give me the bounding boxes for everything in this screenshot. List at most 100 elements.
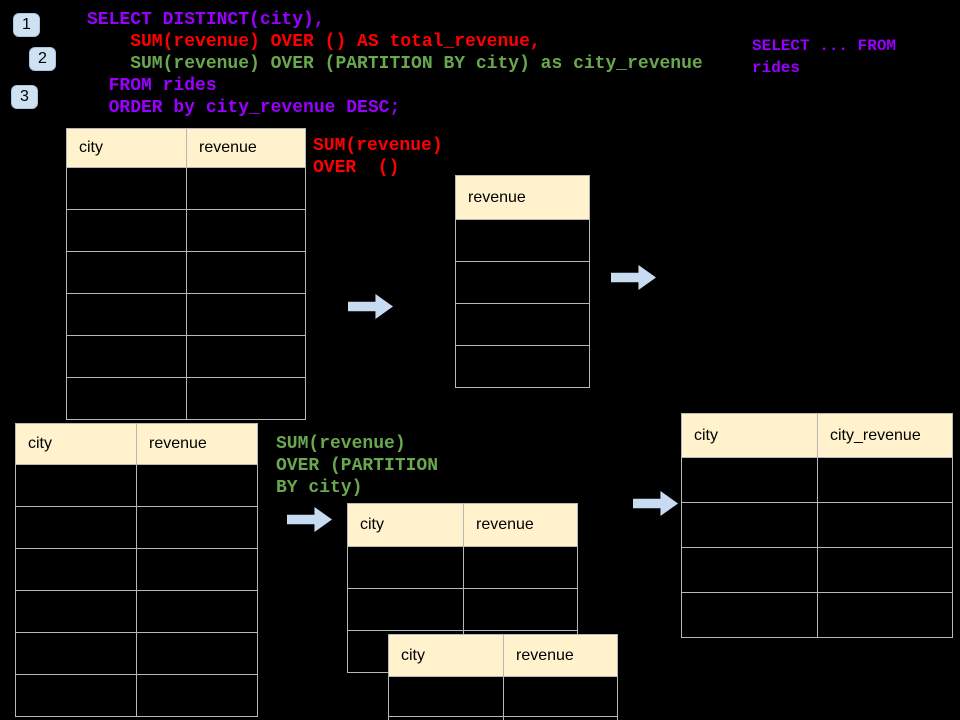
table-cell-empty (388, 676, 504, 717)
table-row (15, 464, 258, 507)
step-badge-3: 3 (11, 85, 38, 109)
flow-arrow-right-1 (348, 294, 393, 319)
column-header-city: city (388, 634, 504, 677)
table-cell-empty (681, 547, 818, 593)
table-cell-empty (455, 261, 590, 304)
step-badge-1: 1 (13, 13, 40, 37)
table-cell-empty (136, 506, 258, 549)
table-body (15, 464, 258, 717)
table-cell-empty (463, 588, 578, 631)
table-cell-empty (186, 293, 306, 336)
table-cell-empty (455, 345, 590, 388)
table-cell-empty (186, 167, 306, 210)
column-header-revenue: revenue (503, 634, 618, 677)
column-header-revenue: revenue (136, 423, 258, 465)
column-header-revenue: revenue (186, 128, 306, 168)
table-body (388, 676, 618, 720)
table-row (15, 506, 258, 549)
table-cell-empty (186, 377, 306, 420)
column-header-city-revenue: city_revenue (817, 413, 953, 458)
table-cell-empty (15, 548, 137, 591)
column-header-city: city (347, 503, 464, 547)
table-cell-empty (463, 546, 578, 589)
table-row (66, 167, 306, 210)
flow-arrow-right-2 (611, 265, 656, 290)
table-cell-empty (817, 502, 953, 548)
table-cell-empty (455, 303, 590, 346)
table-cell-empty (136, 464, 258, 507)
note-line-1: SELECT ... FROM (752, 37, 897, 55)
sql-line-from: FROM rides (87, 76, 217, 96)
table-cell-empty (347, 546, 464, 589)
table-row (15, 548, 258, 591)
table-row (66, 377, 306, 420)
table-cell-empty (817, 457, 953, 503)
table-cell-empty (817, 592, 953, 638)
sql-line-select: SELECT DISTINCT(city), (87, 10, 325, 30)
table-row (388, 676, 618, 717)
table-body (455, 219, 590, 388)
table-row (681, 592, 953, 638)
annotation-partition-line-2: OVER (PARTITION (276, 456, 439, 476)
table-cell-empty (388, 716, 504, 720)
table-row (15, 674, 258, 717)
table-cell-empty (136, 590, 258, 633)
table-cell-empty (817, 547, 953, 593)
table-cell-empty (15, 632, 137, 675)
table-cell-empty (136, 674, 258, 717)
table-body (66, 167, 306, 420)
table-source-rides-top: city revenue (66, 128, 306, 420)
note-line-2: rides (752, 59, 801, 77)
table-row (388, 716, 618, 720)
table-row (455, 303, 590, 346)
table-cell-empty (681, 502, 818, 548)
table-row (681, 457, 953, 503)
table-cell-empty (66, 293, 187, 336)
annotation-sum-over-total: SUM(revenue)OVER () (313, 135, 443, 179)
table-row (15, 590, 258, 633)
table-row (66, 293, 306, 336)
sql-line-sum-total: SUM(revenue) OVER () AS total_revenue, (87, 32, 541, 52)
table-cell-empty (66, 167, 187, 210)
query-shorthand-note: SELECT ... FROM rides (752, 35, 896, 79)
table-cell-empty (503, 716, 618, 720)
table-cell-empty (15, 464, 137, 507)
annotation-partition-line-1: SUM(revenue) (276, 434, 406, 454)
table-row (15, 632, 258, 675)
step-badge-2: 2 (29, 47, 56, 71)
table-cell-empty (66, 335, 187, 378)
sql-query-code: SELECT DISTINCT(city), SUM(revenue) OVER… (87, 9, 703, 119)
table-cell-empty (15, 506, 137, 549)
sql-line-sum-partition: SUM(revenue) OVER (PARTITION BY city) as… (87, 54, 703, 74)
table-cell-empty (681, 457, 818, 503)
annotation-total-line-1: SUM(revenue) (313, 136, 443, 156)
table-row (347, 588, 578, 631)
table-body (681, 457, 953, 638)
table-cell-empty (15, 674, 137, 717)
table-cell-empty (66, 209, 187, 252)
table-row (681, 547, 953, 593)
sql-line-order-by: ORDER by city_revenue DESC; (87, 98, 401, 118)
column-header-city: city (681, 413, 818, 458)
table-city-revenue-result: city city_revenue (681, 413, 953, 638)
table-cell-empty (136, 548, 258, 591)
table-cell-empty (503, 676, 618, 717)
table-cell-empty (347, 588, 464, 631)
flow-arrow-right-4 (633, 491, 678, 516)
table-row (455, 345, 590, 388)
table-partition-step-overlay: city revenue (388, 634, 618, 720)
flow-arrow-right-3 (287, 507, 332, 532)
table-cell-empty (15, 590, 137, 633)
column-header-city: city (66, 128, 187, 168)
table-row (66, 251, 306, 294)
table-row (455, 261, 590, 304)
annotation-partition-line-3: BY city) (276, 478, 363, 498)
table-row (66, 335, 306, 378)
column-header-revenue: revenue (455, 175, 590, 220)
table-cell-empty (186, 335, 306, 378)
annotation-total-line-2: OVER () (313, 158, 400, 178)
table-total-revenue-result: revenue (455, 175, 590, 388)
table-cell-empty (66, 377, 187, 420)
